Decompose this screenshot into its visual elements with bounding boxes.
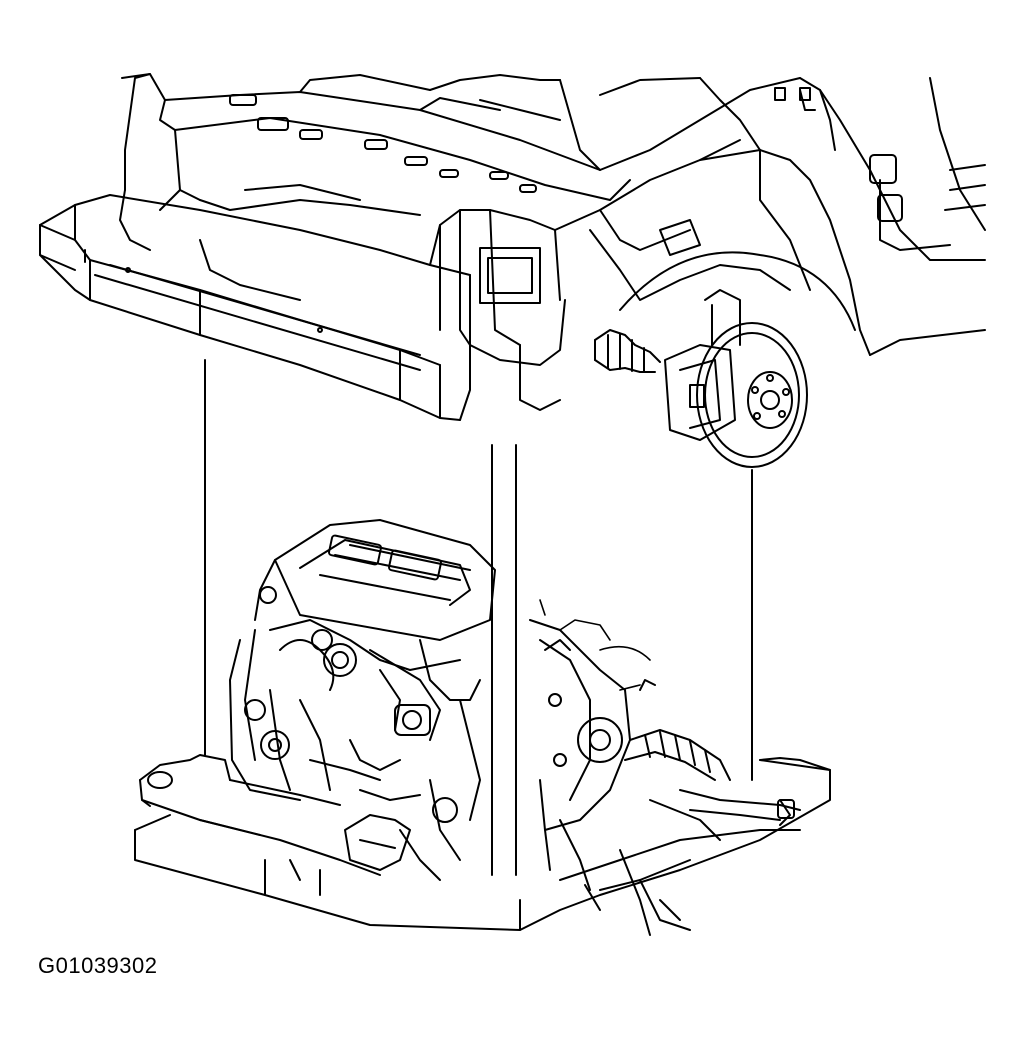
front-knuckle-and-brake-rotor — [594, 289, 808, 468]
engine-cradle-frame — [139, 754, 801, 936]
engine-transaxle-assembly — [229, 519, 801, 891]
figure-id-code: G01039302 — [38, 953, 158, 978]
hoses-and-lines — [539, 599, 651, 691]
alignment-guide-lines — [204, 359, 753, 876]
support-table — [134, 757, 831, 931]
vehicle-front-body-structure — [39, 73, 986, 421]
